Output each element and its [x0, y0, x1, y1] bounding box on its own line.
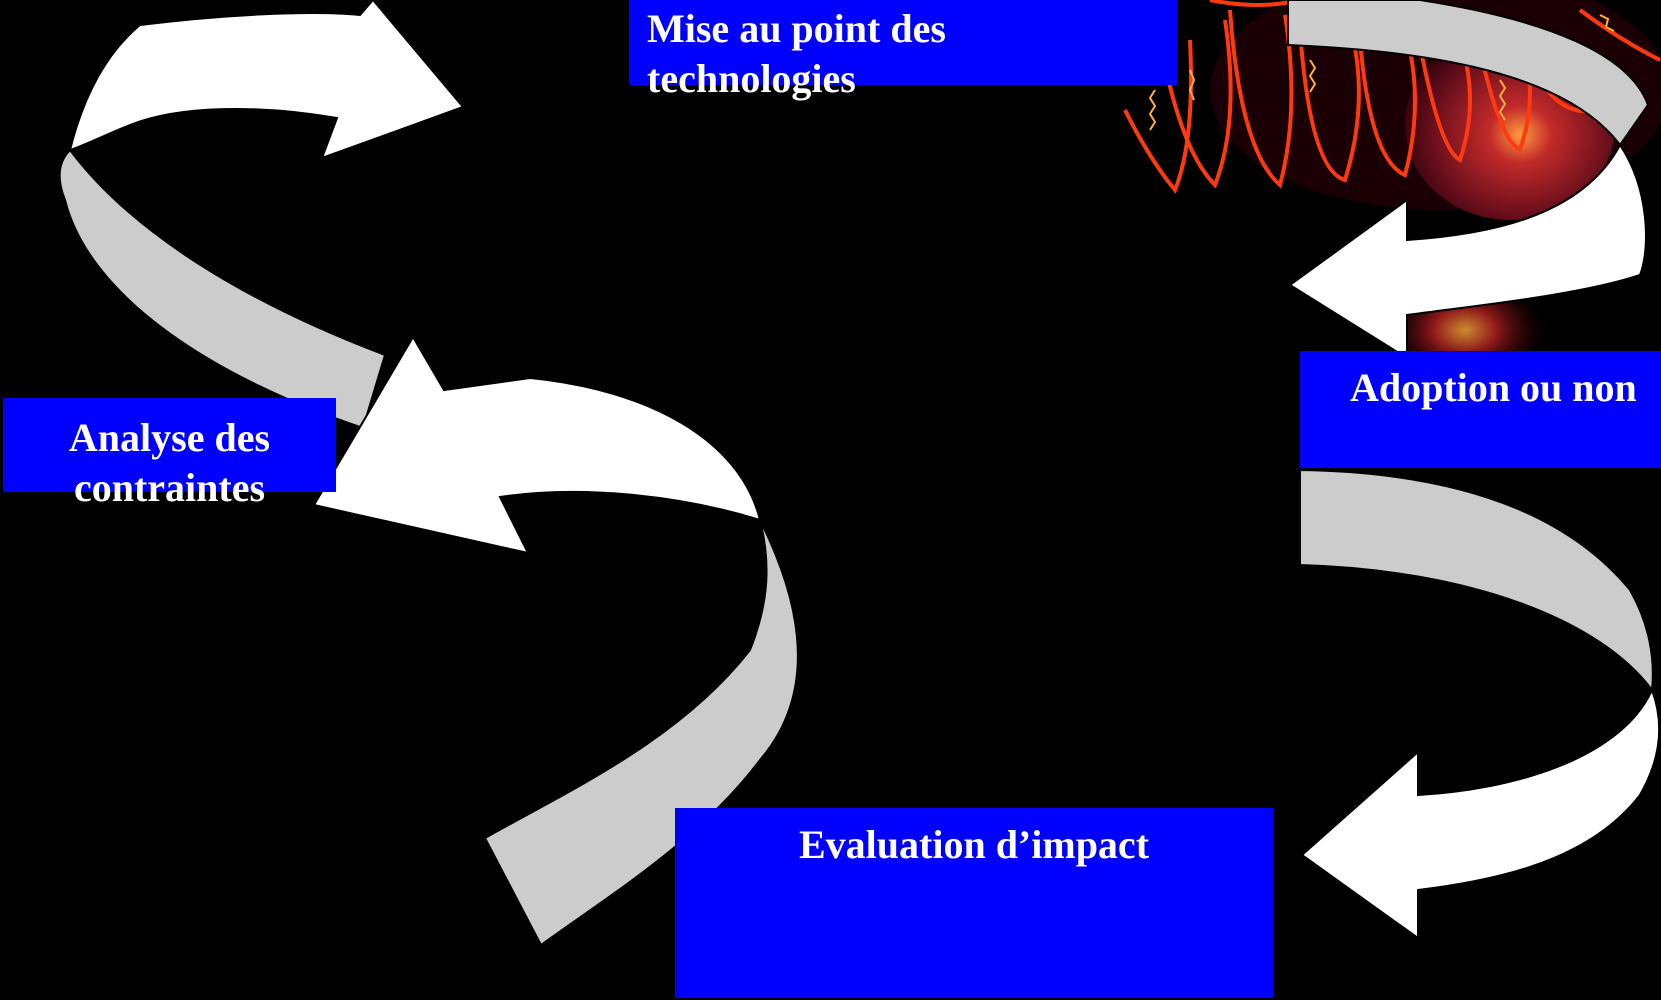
step-box-adoption: Adoption ou non — [1300, 351, 1661, 468]
step-box-mise-au-point: Mise au point des technologies — [629, 0, 1177, 101]
arrow-mise-to-adoption — [1287, 0, 1650, 360]
step-label-line: technologies — [647, 56, 856, 101]
step-box-evaluation-impact: Evaluation d’impact — [675, 808, 1273, 998]
step-label-line: Adoption ou non — [1350, 365, 1637, 410]
step-label-line: contraintes — [73, 465, 266, 510]
step-label-line: Analyse des — [68, 415, 271, 460]
arrow-adoption-to-evaluation — [1299, 468, 1661, 940]
step-label-line: Evaluation d’impact — [798, 822, 1150, 867]
step-box-analyse-contraintes: Analyse des contraintes — [3, 398, 336, 510]
step-label-line: Mise au point des — [647, 6, 946, 51]
arrow-evaluation-to-analyse — [312, 335, 799, 947]
arrow-analyse-to-mise — [58, 0, 465, 430]
